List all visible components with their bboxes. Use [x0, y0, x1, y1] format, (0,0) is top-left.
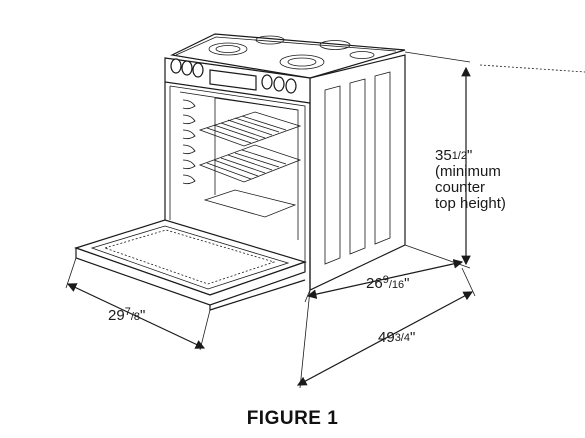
- svg-text:351/2": 351/2": [435, 147, 472, 164]
- svg-text:493/4": 493/4": [378, 329, 415, 346]
- width-dimension-line: [65, 257, 211, 351]
- depth-label: 269/16": [366, 274, 409, 292]
- open-depth-label: 493/4": [378, 329, 415, 346]
- width-label: 297/8": [108, 306, 145, 324]
- height-note-line-2: counter: [435, 179, 485, 196]
- range-illustration: [74, 33, 406, 311]
- figure-caption: FIGURE 1: [246, 408, 339, 429]
- height-note-line-3: top height): [435, 195, 506, 212]
- svg-text:297/8": 297/8": [108, 306, 145, 324]
- height-note-line-1: (minimum: [435, 163, 501, 180]
- svg-text:269/16": 269/16": [366, 274, 409, 292]
- height-label: 351/2" (minimum counter top height): [435, 147, 506, 212]
- open-depth-dimension-line: [296, 267, 476, 389]
- height-dimension-line: [404, 51, 585, 269]
